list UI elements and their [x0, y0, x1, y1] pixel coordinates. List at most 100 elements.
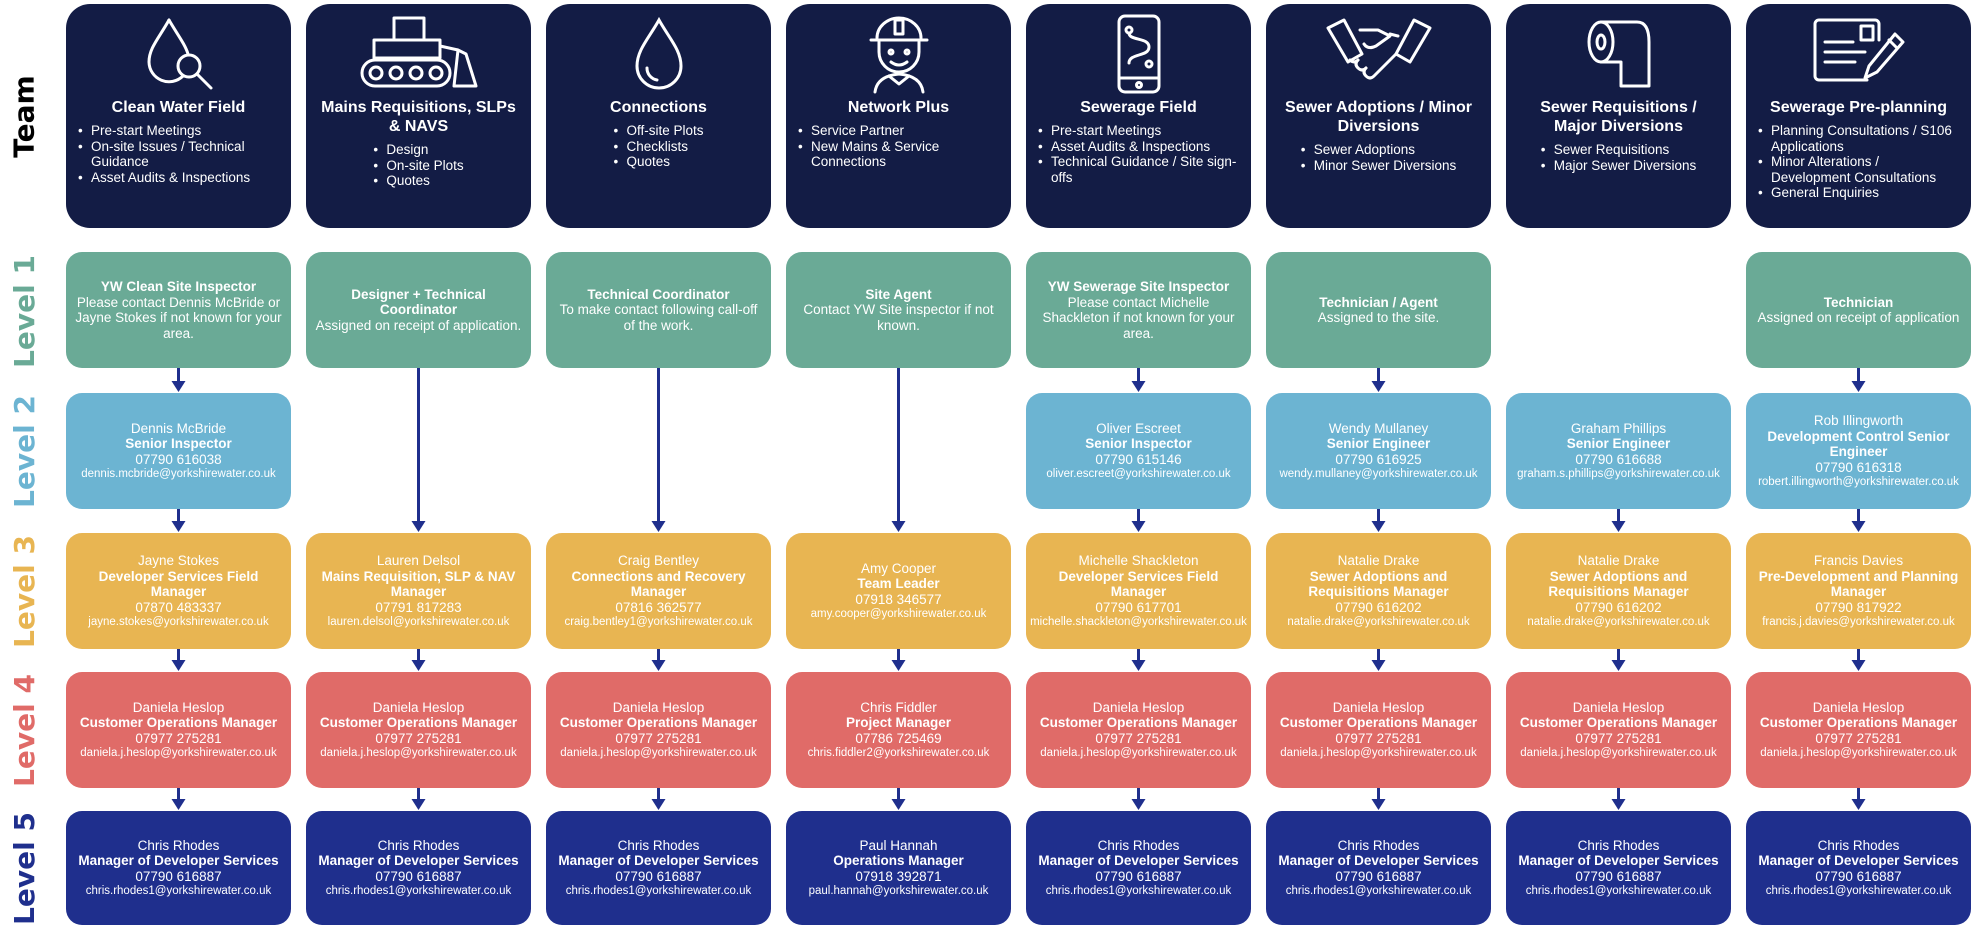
- team-card: Sewerage FieldPre-start MeetingsAsset Au…: [1026, 4, 1251, 228]
- contact-phone: 07790 616038: [135, 451, 222, 467]
- water-drop-icon: [558, 14, 759, 94]
- contact-name: Francis Davies: [1813, 553, 1904, 568]
- contact-role: Manager of Developer Services: [318, 853, 519, 869]
- contact-role: Operations Manager: [833, 853, 964, 869]
- team-duty-item: Quotes: [373, 173, 463, 189]
- arrow-head: [1611, 799, 1626, 810]
- arrow-head: [1851, 660, 1866, 671]
- contact-phone: 07790 615146: [1095, 451, 1182, 467]
- contact-name: Chris Rhodes: [137, 837, 220, 853]
- contact-email: daniela.j.heslop@yorkshirewater.co.uk: [1040, 747, 1237, 760]
- team-card: Sewerage Pre-planningPlanning Consultati…: [1746, 4, 1971, 228]
- contact-phone: 07790 617701: [1095, 599, 1182, 615]
- contact-phone: 07786 725469: [855, 730, 942, 746]
- contact-phone: 07918 346577: [855, 591, 942, 607]
- contact-phone: 07790 616202: [1335, 599, 1422, 615]
- arrow-head: [411, 799, 426, 810]
- team-card: Mains Requisitions, SLPs & NAVSDesignOn-…: [306, 4, 531, 228]
- contact-phone: 07790 616925: [1335, 451, 1422, 467]
- team-duty-item: Quotes: [613, 154, 703, 170]
- team-duty-item: Technical Guidance / Site sign-offs: [1038, 154, 1239, 185]
- contact-name: Daniela Heslop: [1092, 699, 1185, 715]
- contact-name: Rob Illingworth: [1813, 413, 1904, 428]
- contact-phone: 07791 817283: [375, 599, 462, 615]
- contact-role: Connections and Recovery Manager: [571, 568, 746, 600]
- contact-role: Customer Operations Manager: [559, 715, 758, 731]
- contact-role: Manager of Developer Services: [1758, 853, 1959, 869]
- bulldozer-icon: [318, 14, 519, 94]
- contact-name: Chris Fiddler: [860, 699, 937, 715]
- toilet-roll-icon: [1518, 14, 1719, 94]
- contact-phone: 07790 616887: [375, 868, 462, 884]
- contact-name: Chris Rhodes: [617, 837, 700, 853]
- contact-role: Sewer Adoptions and Requisitions Manager: [1548, 568, 1689, 600]
- contact-email: oliver.escreet@yorkshirewater.co.uk: [1046, 468, 1231, 481]
- contact-role: Manager of Developer Services: [558, 853, 759, 869]
- contact-role: Team Leader: [857, 576, 940, 592]
- contact-email: natalie.drake@yorkshirewater.co.uk: [1287, 616, 1470, 628]
- contact-email: chris.rhodes1@yorkshirewater.co.uk: [1285, 885, 1472, 898]
- contact-email: chris.fiddler2@yorkshirewater.co.uk: [807, 747, 990, 760]
- contact-email: graham.s.phillips@yorkshirewater.co.uk: [1517, 468, 1720, 481]
- team-duties-list: DesignOn-site PlotsQuotes: [373, 142, 463, 189]
- contact-name: Jayne Stokes: [137, 553, 220, 568]
- team-duty-item: Planning Consultations / S106 Applicatio…: [1758, 123, 1959, 154]
- contact-phone: 07790 616887: [135, 868, 222, 884]
- contact-name: Daniela Heslop: [1812, 699, 1905, 715]
- arrow-head: [1851, 799, 1866, 810]
- contact-name: Daniela Heslop: [132, 699, 225, 715]
- contact-name: Dennis McBride: [130, 420, 227, 436]
- contact-name: Daniela Heslop: [1332, 699, 1425, 715]
- contact-role: Senior Inspector: [125, 436, 232, 452]
- team-title: Sewerage Pre-planning: [1770, 99, 1947, 116]
- team-title: Clean Water Field: [111, 99, 246, 116]
- team-duty-item: Service Partner: [798, 123, 999, 139]
- contact-phone: 07816 362577: [615, 599, 702, 615]
- level-1-role: Technician / Agent: [1319, 294, 1438, 310]
- contact-phone: 07977 275281: [1095, 730, 1182, 746]
- level-1-note: Assigned to the site.: [1317, 310, 1440, 325]
- contact-email: lauren.delsol@yorkshirewater.co.uk: [327, 616, 510, 628]
- contact-role: Mains Requisition, SLP & NAV Manager: [321, 568, 516, 600]
- contact-phone: 07790 616202: [1575, 599, 1662, 615]
- team-duty-item: Asset Audits & Inspections: [1038, 139, 1239, 155]
- contact-name: Paul Hannah: [859, 837, 938, 853]
- contact-phone: 07790 616887: [1335, 868, 1422, 884]
- contact-email: paul.hannah@yorkshirewater.co.uk: [808, 885, 989, 898]
- arrow-head: [1611, 660, 1626, 671]
- contact-role: Manager of Developer Services: [1518, 853, 1719, 869]
- contact-phone: 07790 817922: [1815, 599, 1902, 615]
- team-card: Sewer Adoptions / Minor DiversionsSewer …: [1266, 4, 1491, 228]
- arrow-head: [171, 660, 186, 671]
- arrow-head: [1131, 521, 1146, 532]
- contact-role: Customer Operations Manager: [1279, 715, 1478, 731]
- arrow-head: [891, 660, 906, 671]
- team-duty-item: Pre-start Meetings: [1038, 123, 1239, 139]
- team-card: Sewer Requisitions / Major DiversionsSew…: [1506, 4, 1731, 228]
- team-title: Sewer Adoptions / Minor Diversions: [1285, 99, 1472, 135]
- contact-phone: 07977 275281: [375, 730, 462, 746]
- contact-email: michelle.shackleton@yorkshirewater.co.uk: [1030, 616, 1247, 628]
- team-duties-list: Pre-start MeetingsOn-site Issues / Techn…: [78, 123, 279, 185]
- team-card: Network PlusService PartnerNew Mains & S…: [786, 4, 1011, 228]
- contact-name: Craig Bentley: [617, 553, 700, 568]
- contact-name: Natalie Drake: [1337, 553, 1420, 568]
- team-duties-list: Pre-start MeetingsAsset Audits & Inspect…: [1038, 123, 1239, 185]
- team-title: Sewerage Field: [1080, 99, 1197, 116]
